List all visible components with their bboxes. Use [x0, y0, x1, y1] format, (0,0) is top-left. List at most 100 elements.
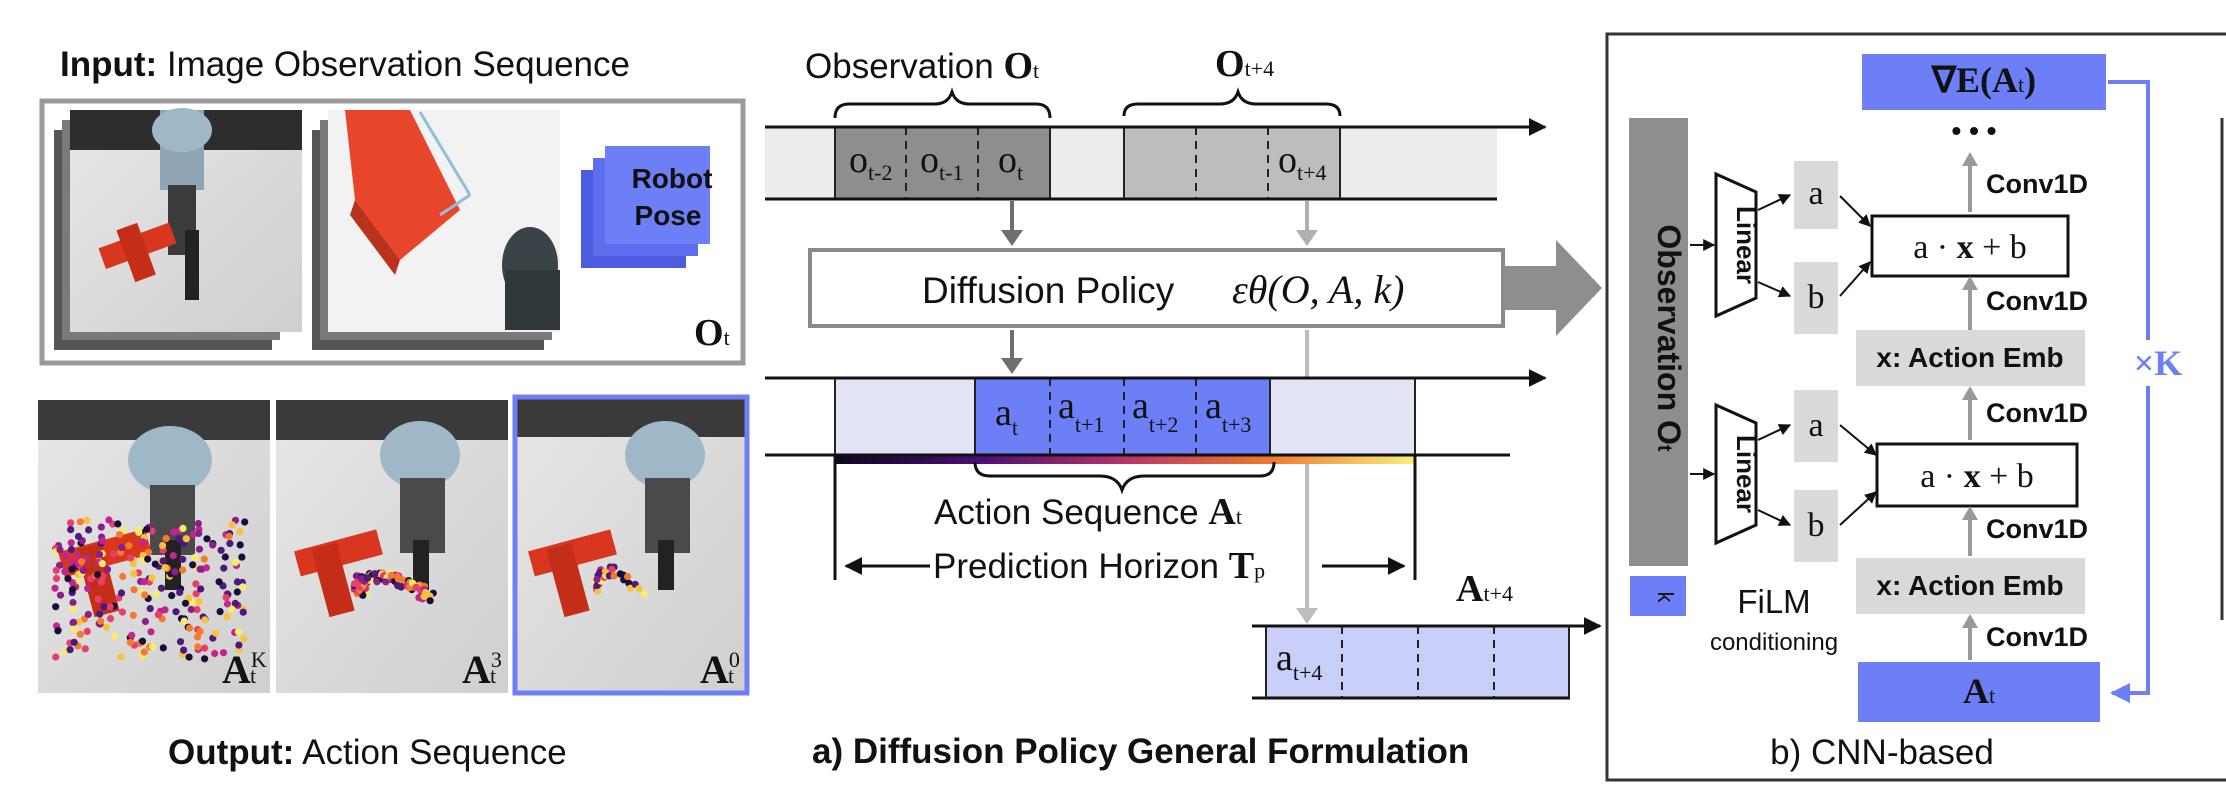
noise-dot — [382, 578, 390, 586]
noise-dot — [60, 647, 69, 656]
obs-cell-t+4: ot+4 — [1278, 139, 1327, 185]
noise-dot — [162, 534, 170, 543]
action-cell-t+2: at+2 — [1132, 385, 1178, 437]
noise-dot — [67, 539, 75, 547]
noise-dot — [179, 555, 187, 563]
noise-dot — [161, 564, 169, 572]
noise-dot — [193, 606, 201, 614]
noise-dot — [231, 558, 239, 567]
film-title: FiLM — [1737, 583, 1810, 620]
observation-image-1 — [54, 108, 302, 350]
action-sequence-brace — [973, 461, 1276, 495]
noise-dot — [129, 560, 137, 568]
noise-dot — [240, 635, 248, 643]
action-window — [975, 378, 1270, 455]
diffusion-policy-label: Diffusion Policy — [922, 270, 1175, 311]
noise-dot — [144, 548, 153, 556]
noise-dot — [194, 519, 202, 528]
noise-dot — [138, 637, 147, 645]
output-panel: AK A3 A0 t t t Output: Action Sequence — [38, 394, 750, 772]
noise-dot — [196, 565, 204, 573]
film-formula-box-lower — [1875, 442, 2079, 508]
thumb-sub-3: t — [490, 663, 496, 688]
linear-label-upper: Linear — [1731, 206, 1761, 284]
film-b-lower: b — [1808, 507, 1825, 544]
noise-dot — [135, 527, 143, 535]
noise-dot — [179, 566, 187, 574]
noise-dot — [130, 570, 138, 578]
noise-dot — [69, 598, 77, 607]
noise-dot — [399, 576, 407, 584]
noise-dot — [76, 630, 84, 638]
noise-dots-k — [51, 516, 249, 663]
noise-dot — [70, 618, 78, 627]
noise-dot — [186, 624, 194, 632]
noise-dot — [180, 646, 188, 654]
noise-dot — [236, 541, 244, 549]
future-action-cell: at+4 — [1276, 637, 1322, 685]
obs-cell-t-2: ot-2 — [849, 139, 892, 185]
k-label: k — [1653, 592, 1678, 604]
noise-dot — [195, 545, 204, 553]
noise-dot — [181, 599, 190, 607]
input-action-label: At — [1963, 671, 1995, 711]
noise-dot — [192, 590, 200, 598]
noise-dot — [83, 516, 91, 525]
noise-dot — [117, 543, 126, 552]
noise-dot — [147, 628, 155, 636]
noise-dot — [191, 553, 199, 561]
noise-dot — [125, 542, 133, 550]
linear-layer-lower — [1714, 402, 1758, 546]
action-cell-t: at — [995, 392, 1018, 440]
general-caption: a) Diffusion Policy General Formulation — [812, 732, 1469, 771]
more-layers-dots: • • • — [1952, 115, 1997, 146]
general-formulation: Observation Ot Ot+4 ot-2 ot-1 ot ot+4 Di — [765, 43, 1602, 771]
repeat-loop-arrow — [2108, 80, 2150, 703]
film-a-upper: a — [1808, 175, 1823, 212]
noise-dot — [70, 638, 78, 646]
noise-dot — [149, 643, 157, 651]
noise-dot — [387, 571, 395, 580]
future-observation-window — [1124, 127, 1340, 199]
noise-dot — [187, 605, 195, 614]
conv1d-label-1: Conv1D — [1986, 169, 2088, 199]
film-formula-lower: a · x + b — [1920, 458, 2034, 495]
robot-pose-stack: Robot Pose — [581, 146, 712, 268]
noise-dot — [85, 526, 93, 534]
noise-dot — [195, 529, 203, 538]
noise-dot — [117, 589, 126, 597]
noise-dot — [223, 613, 231, 621]
noise-dot — [116, 531, 124, 539]
noise-dot — [189, 530, 197, 539]
film-a-lower: a — [1808, 407, 1823, 444]
film-formula-upper: a · x + b — [1913, 229, 2027, 266]
noise-dot — [97, 617, 105, 625]
noise-dot — [202, 564, 210, 572]
noise-dot — [235, 641, 243, 649]
noise-dot — [126, 638, 134, 647]
noise-dot — [231, 599, 239, 608]
noise-dot — [219, 649, 228, 657]
noise-dot — [608, 565, 616, 574]
noise-dot — [93, 571, 101, 579]
noise-dot — [94, 595, 102, 603]
noise-dot — [180, 617, 188, 625]
noise-dot — [74, 532, 83, 541]
observation-label-ot: Ot — [694, 312, 730, 354]
noise-dot — [185, 653, 193, 661]
noise-dot — [141, 617, 149, 626]
noise-dot — [238, 553, 246, 561]
noise-dot — [222, 594, 230, 602]
noise-dot — [70, 625, 78, 633]
noise-dot — [635, 585, 643, 593]
noise-dot — [139, 538, 147, 546]
noise-dot — [234, 628, 243, 636]
noise-dot — [61, 568, 69, 576]
noise-dot — [203, 535, 211, 543]
observation-column — [1629, 118, 1688, 566]
noise-dot — [111, 632, 119, 640]
noise-dot — [78, 558, 86, 566]
noise-dot — [159, 557, 167, 565]
noise-dot — [52, 603, 60, 611]
noise-dot — [594, 587, 602, 595]
